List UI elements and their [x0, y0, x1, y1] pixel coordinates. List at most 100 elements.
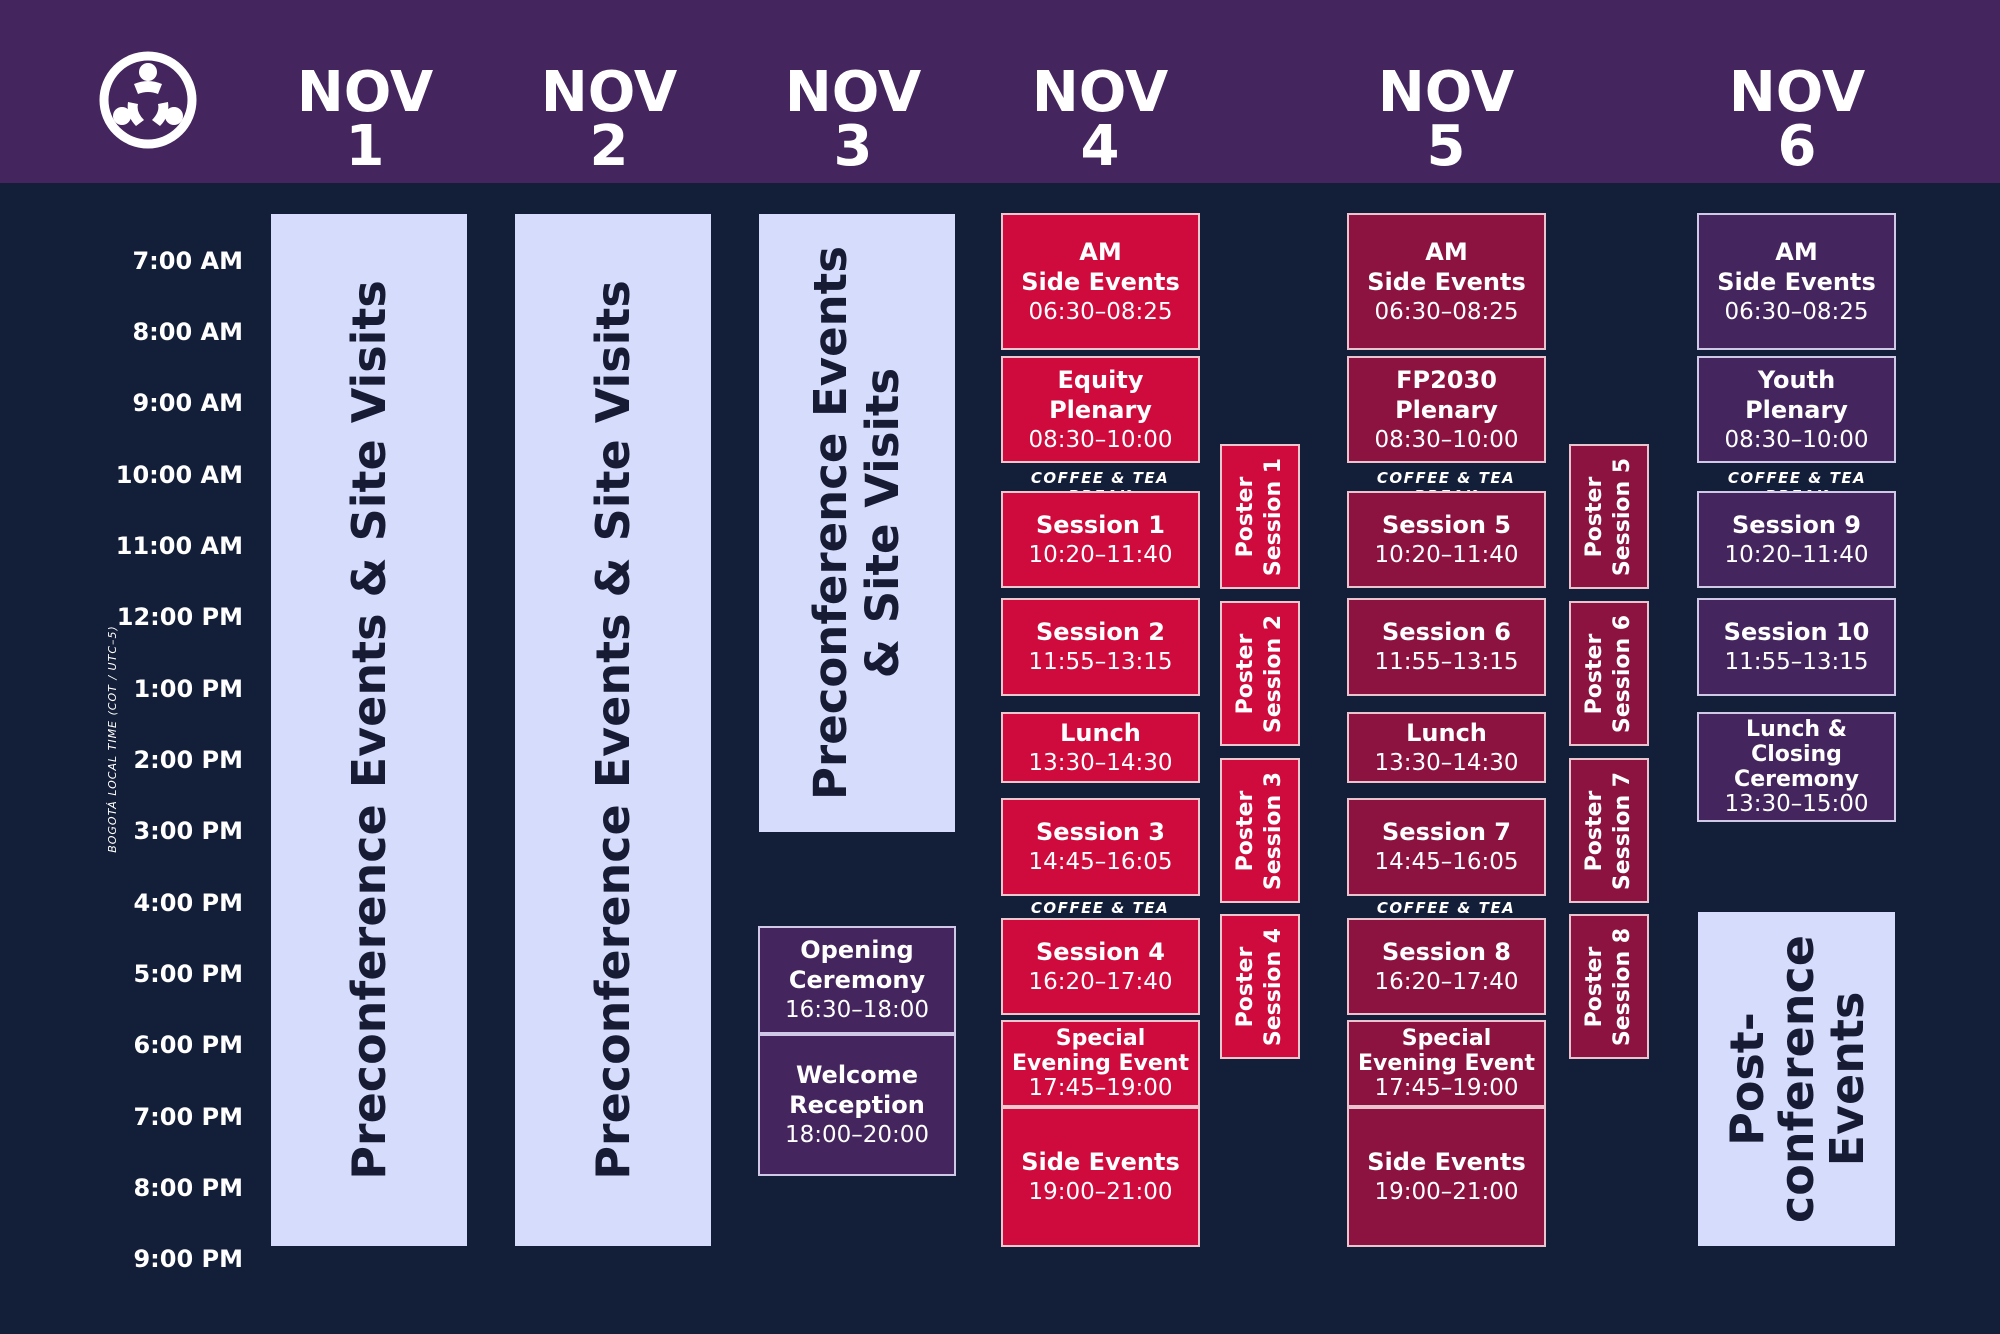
poster-line: Poster — [1233, 946, 1258, 1027]
nov3-welcome-reception[interactable]: Welcome Reception 18:00–20:00 — [758, 1034, 956, 1176]
event-time: 17:45–19:00 — [1374, 1075, 1519, 1101]
nov5-lunch[interactable]: Lunch 13:30–14:30 — [1347, 712, 1546, 783]
event-title: Opening — [800, 936, 914, 964]
event-title: Special — [1401, 1026, 1492, 1051]
time-label: 9:00 AM — [132, 389, 243, 417]
nov1-preconference-block[interactable]: Preconference Events & Site Visits — [271, 214, 467, 1246]
nov5-session-7[interactable]: Session 7 14:45–16:05 — [1347, 798, 1546, 896]
nov5-session-6[interactable]: Session 6 11:55–13:15 — [1347, 598, 1546, 696]
event-time: 16:20–17:40 — [1028, 968, 1173, 995]
conference-logo-icon — [99, 51, 197, 149]
poster-line: Poster — [1582, 633, 1607, 714]
nov2-preconference-block[interactable]: Preconference Events & Site Visits — [515, 214, 711, 1246]
day-number: 6 — [1777, 114, 1817, 179]
time-label: 11:00 AM — [115, 532, 243, 560]
day-month: NOV — [784, 60, 922, 125]
event-time: 13:30–14:30 — [1028, 749, 1173, 776]
day-month: NOV — [1377, 60, 1515, 125]
nov5-session-5[interactable]: Session 5 10:20–11:40 — [1347, 491, 1546, 588]
event-title: Ceremony — [788, 966, 926, 994]
nov4-session-1[interactable]: Session 1 10:20–11:40 — [1001, 491, 1200, 588]
nov5-session-8[interactable]: Session 8 16:20–17:40 — [1347, 918, 1546, 1015]
nov4-equity-plenary[interactable]: Equity Plenary 08:30–10:00 — [1001, 356, 1200, 463]
poster-line: Session 8 — [1610, 927, 1635, 1046]
event-title: Reception — [789, 1091, 925, 1119]
nov4-session-4[interactable]: Session 4 16:20–17:40 — [1001, 918, 1200, 1015]
event-time: 11:55–13:15 — [1028, 649, 1173, 675]
post-line: Events — [1819, 991, 1874, 1167]
event-title: AM — [1079, 237, 1122, 266]
nov4-special-evening-event[interactable]: Special Evening Event 17:45–19:00 — [1001, 1020, 1200, 1107]
event-title: Session 9 — [1732, 510, 1861, 539]
poster-line: Session 2 — [1261, 614, 1286, 733]
event-title: Ceremony — [1734, 767, 1859, 792]
nov3-preconference-block[interactable]: Preconference Events & Site Visits — [759, 214, 955, 832]
nov6-youth-plenary[interactable]: Youth Plenary 08:30–10:00 — [1697, 356, 1896, 463]
nov3-opening-ceremony[interactable]: Opening Ceremony 16:30–18:00 — [758, 926, 956, 1034]
event-time: 19:00–21:00 — [1028, 1179, 1173, 1205]
day-number: 4 — [1080, 114, 1120, 179]
poster-line: Poster — [1233, 476, 1258, 557]
day-number: 5 — [1426, 114, 1466, 179]
nov4-am-side-events[interactable]: AM Side Events 06:30–08:25 — [1001, 213, 1200, 350]
nov5-fp2030-plenary[interactable]: FP2030 Plenary 08:30–10:00 — [1347, 356, 1546, 463]
event-time: 16:30–18:00 — [784, 997, 930, 1023]
time-label: 2:00 PM — [133, 746, 243, 774]
time-label: 6:00 PM — [133, 1031, 243, 1059]
event-time: 10:20–11:40 — [1724, 541, 1869, 568]
event-title: Plenary — [1395, 395, 1498, 424]
poster-line: Session 6 — [1610, 614, 1635, 733]
nov6-session-10[interactable]: Session 10 11:55–13:15 — [1697, 598, 1896, 696]
nov6-session-9[interactable]: Session 9 10:20–11:40 — [1697, 491, 1896, 588]
nov5-am-side-events[interactable]: AM Side Events 06:30–08:25 — [1347, 213, 1546, 350]
nov6-lunch-closing-ceremony[interactable]: Lunch & Closing Ceremony 13:30–15:00 — [1697, 712, 1896, 822]
nov5-side-events[interactable]: Side Events 19:00–21:00 — [1347, 1107, 1546, 1247]
time-label: 5:00 PM — [133, 960, 243, 988]
nov6-postconference-block[interactable]: Post- conference Events — [1698, 912, 1895, 1246]
nov3-pre-line1: Preconference Events — [804, 246, 857, 800]
event-time: 19:00–21:00 — [1374, 1179, 1519, 1205]
event-title: Side Events — [1717, 267, 1876, 296]
event-title: Session 3 — [1036, 818, 1165, 846]
nov4-session-2[interactable]: Session 2 11:55–13:15 — [1001, 598, 1200, 696]
poster-line: Session 1 — [1261, 457, 1286, 576]
nov5-special-evening-event[interactable]: Special Evening Event 17:45–19:00 — [1347, 1020, 1546, 1107]
nov4-lunch[interactable]: Lunch 13:30–14:30 — [1001, 712, 1200, 783]
nov6-am-side-events[interactable]: AM Side Events 06:30–08:25 — [1697, 213, 1896, 350]
event-title: Welcome — [795, 1061, 919, 1089]
event-title: Lunch — [1060, 718, 1141, 747]
event-title: Session 7 — [1382, 818, 1511, 846]
nov4-session-3[interactable]: Session 3 14:45–16:05 — [1001, 798, 1200, 896]
poster-line: Session 7 — [1610, 771, 1635, 890]
poster-line: Poster — [1582, 476, 1607, 557]
event-time: 08:30–10:00 — [1374, 426, 1519, 453]
time-label: 7:00 AM — [132, 247, 243, 275]
event-title: Plenary — [1745, 395, 1848, 424]
event-time: 06:30–08:25 — [1028, 298, 1173, 325]
event-time: 08:30–10:00 — [1028, 426, 1173, 453]
poster-line: Session 5 — [1610, 457, 1635, 576]
nov4-side-events[interactable]: Side Events 19:00–21:00 — [1001, 1107, 1200, 1247]
event-time: 13:30–14:30 — [1374, 749, 1519, 776]
event-time: 13:30–15:00 — [1724, 791, 1869, 817]
day-month: NOV — [1728, 60, 1866, 125]
event-title: Closing — [1751, 742, 1842, 767]
time-label: 12:00 PM — [116, 603, 243, 631]
time-label: 8:00 AM — [132, 318, 243, 346]
